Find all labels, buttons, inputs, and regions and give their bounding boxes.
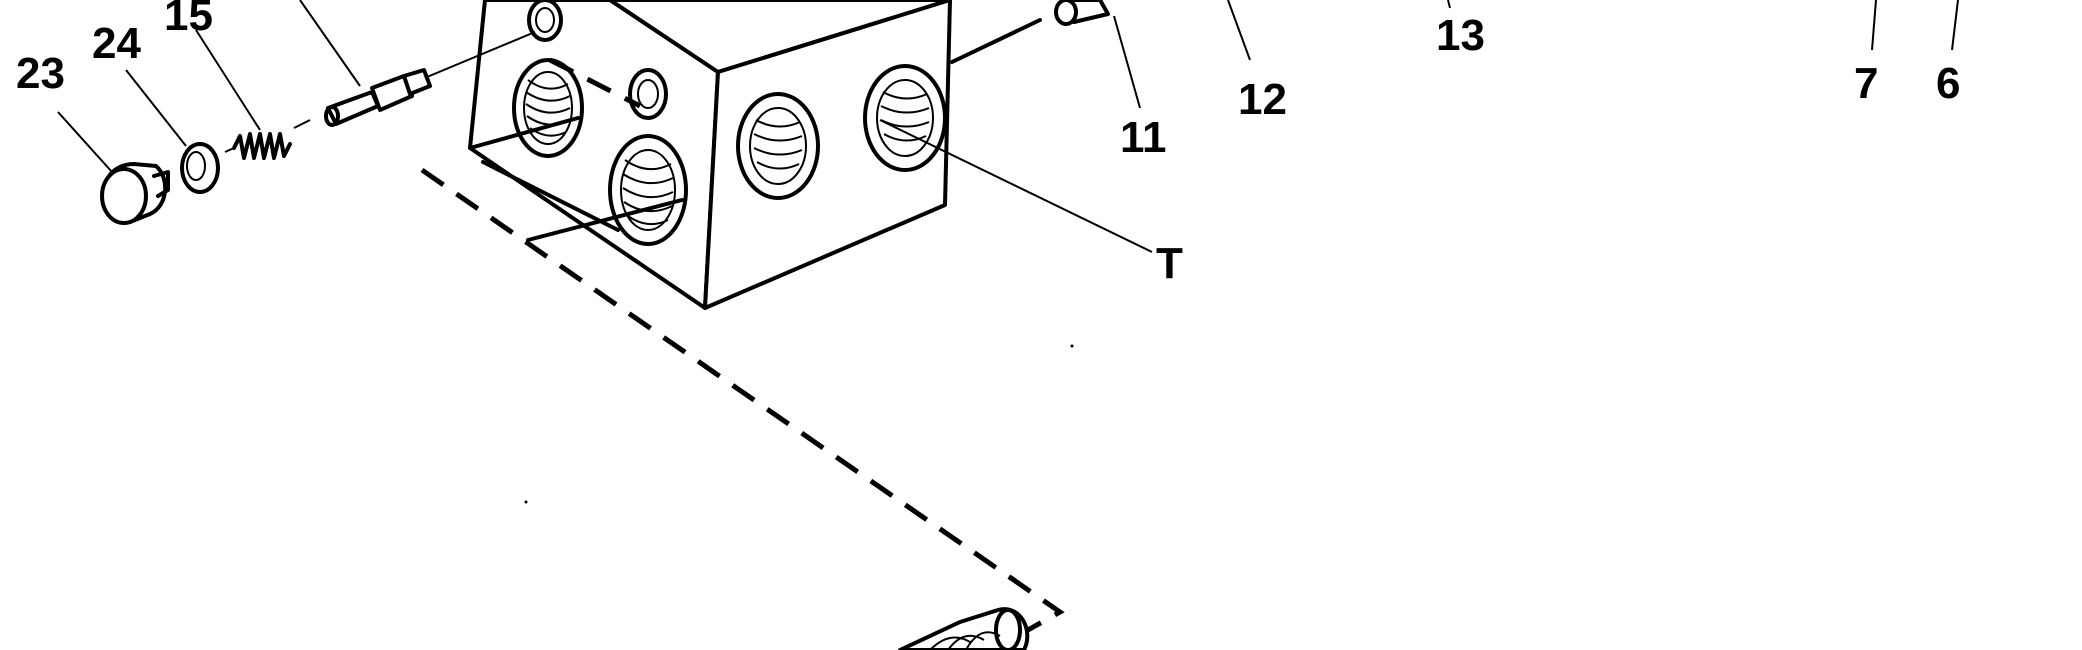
block-right-arm (950, 18, 1042, 64)
port-left-small (628, 68, 668, 120)
speck-2 (524, 500, 528, 504)
leader-7 (1871, 0, 1877, 51)
port-front-right (863, 64, 947, 172)
callout-T: T (1156, 239, 1183, 288)
callout-7: 7 (1854, 59, 1878, 108)
block-front-face (703, 0, 952, 310)
axis-line-upper (414, 31, 536, 83)
valve-block (468, 0, 1042, 310)
part-lower-fitting (898, 607, 1030, 650)
leader-15 (195, 29, 261, 131)
leader-poppet (299, 0, 361, 87)
leader-T (879, 119, 1153, 253)
callout-13: 13 (1436, 11, 1485, 60)
port-left-upper (512, 58, 584, 158)
callout-15: 15 (164, 0, 213, 40)
callout-11: 11 (1120, 113, 1167, 162)
part-15-spring (224, 119, 311, 160)
leader-13 (1447, 0, 1451, 9)
part-23-plug (100, 162, 170, 225)
bore-line-upper (468, 116, 580, 150)
leader-23 (57, 111, 113, 173)
leader-11 (1113, 15, 1141, 109)
part-24-washer (180, 142, 220, 194)
callout-6: 6 (1936, 59, 1960, 108)
speck-1 (1070, 344, 1074, 348)
bore-line-lower-2 (526, 198, 684, 242)
callout-23: 23 (16, 49, 65, 98)
port-top-small (527, 0, 563, 42)
port-front-left (736, 92, 820, 200)
leader-12 (1227, 0, 1251, 61)
port-left-lower (608, 134, 688, 246)
leader-6 (1951, 0, 1959, 51)
bore-line-lower (481, 160, 620, 232)
leader-lines (57, 0, 1959, 253)
part-poppet (324, 68, 432, 127)
part-11-fitting (1054, 0, 1110, 26)
callout-24: 24 (92, 19, 141, 68)
assembly-path-short (548, 57, 642, 109)
callout-12: 12 (1238, 75, 1287, 124)
leader-24 (125, 69, 187, 147)
